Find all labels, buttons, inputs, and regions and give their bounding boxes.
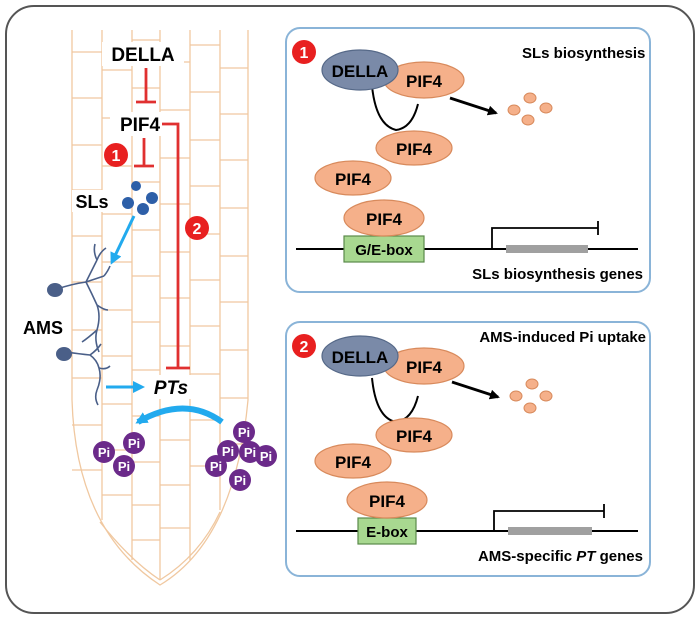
- pif4-promoter-label: PIF4: [369, 492, 405, 511]
- ams-hyphae: [56, 243, 111, 406]
- pi-molecule: [113, 455, 135, 477]
- pi-label: Pi: [238, 425, 250, 440]
- degradation-arrow: [449, 96, 498, 116]
- pi-molecule: [217, 440, 239, 462]
- degraded-fragments: [507, 92, 553, 126]
- cis-element-box: [357, 517, 417, 545]
- pi-label: Pi: [118, 459, 130, 474]
- pif4-inhibits-sls: [134, 138, 154, 168]
- pi-inside-group: Pi Pi Pi: [93, 432, 145, 477]
- pif4-free-label: PIF4: [335, 453, 371, 472]
- root-ams-label: AMS: [23, 318, 63, 338]
- panel-sls-biosynthesis: 1 SLs biosynthesis PIF4 DELLA PIF4 PIF4 …: [285, 27, 651, 293]
- pif4-bound-label: PIF4: [406, 358, 442, 377]
- sl-molecules: [122, 181, 158, 215]
- pif4-inhibits-pts: [162, 122, 190, 370]
- sls-to-ams-arrow: [110, 215, 136, 265]
- pi-label: Pi: [222, 444, 234, 459]
- pi-label: Pi: [244, 445, 256, 460]
- pi-label: Pi: [260, 449, 272, 464]
- pi-molecule: [93, 441, 115, 463]
- pif4-promoter-shape: [343, 199, 425, 237]
- panel1-title: SLs biosynthesis: [522, 45, 645, 62]
- root-pts-label: PTs: [154, 378, 188, 399]
- cis-element-label: E-box: [366, 524, 408, 541]
- pi-label: Pi: [98, 445, 110, 460]
- root-badge-2: [185, 216, 209, 240]
- della-label: DELLA: [332, 348, 389, 367]
- gene-label: AMS-specific PT genes: [478, 548, 643, 565]
- pi-molecule: [123, 432, 145, 454]
- pif4-free-label: PIF4: [396, 427, 432, 446]
- della-shape: [321, 49, 399, 91]
- pi-molecule: [255, 445, 277, 467]
- panel2-badge-text: 2: [300, 339, 309, 356]
- pi-molecule: [229, 469, 251, 491]
- panel1-badge-text: 1: [300, 45, 309, 62]
- degradation-arrow: [451, 380, 500, 400]
- pif4-free-shape: [375, 417, 453, 453]
- gene-body: [508, 527, 592, 535]
- pi-molecule: [205, 455, 227, 477]
- pif4-free-shape: [375, 130, 453, 166]
- root-pif4-label: PIF4: [120, 115, 161, 136]
- pif4-promoter-shape: [346, 481, 428, 519]
- della-pif4-link: [371, 85, 419, 132]
- degraded-fragments: [509, 378, 553, 414]
- pi-label: Pi: [234, 473, 246, 488]
- cis-element-label: G/E-box: [355, 242, 413, 259]
- tss-bracket: [491, 227, 598, 249]
- pif4-free-shape: [314, 443, 392, 479]
- pif4-free-shape: [314, 160, 392, 196]
- panel1-badge: [292, 40, 316, 64]
- pif4-promoter-label: PIF4: [366, 210, 402, 229]
- gene-label: SLs biosynthesis genes: [472, 266, 643, 283]
- root-della-label: DELLA: [111, 45, 175, 66]
- pi-outside-group: Pi Pi Pi Pi Pi Pi: [205, 421, 277, 491]
- root-badge-1-text: 1: [112, 148, 121, 165]
- ams-spore-2: [56, 347, 72, 361]
- tss-bracket: [493, 510, 604, 531]
- root-badge-1: [104, 143, 128, 167]
- della-shape: [321, 335, 399, 377]
- panel2-badge: [292, 334, 316, 358]
- pif4-free-label: PIF4: [335, 170, 371, 189]
- pif4-bound-label: PIF4: [406, 72, 442, 91]
- cis-element-box: [343, 235, 425, 263]
- pi-label: Pi: [210, 459, 222, 474]
- pif4-free-label: PIF4: [396, 140, 432, 159]
- root-sls-label: SLs: [75, 192, 108, 212]
- pi-molecule: [233, 421, 255, 443]
- pi-uptake-arrow: [135, 405, 224, 425]
- gene-body: [506, 245, 588, 253]
- panel2-title: AMS-induced Pi uptake: [479, 329, 646, 346]
- della-label: DELLA: [332, 62, 389, 81]
- root-badge-2-text: 2: [193, 221, 202, 238]
- della-inhibits-pif4: [136, 68, 156, 104]
- panel-ams-pi-uptake: 2 AMS-induced Pi uptake PIF4 DELLA PIF4 …: [285, 321, 651, 577]
- pi-label: Pi: [128, 436, 140, 451]
- ams-spore-1: [47, 283, 63, 297]
